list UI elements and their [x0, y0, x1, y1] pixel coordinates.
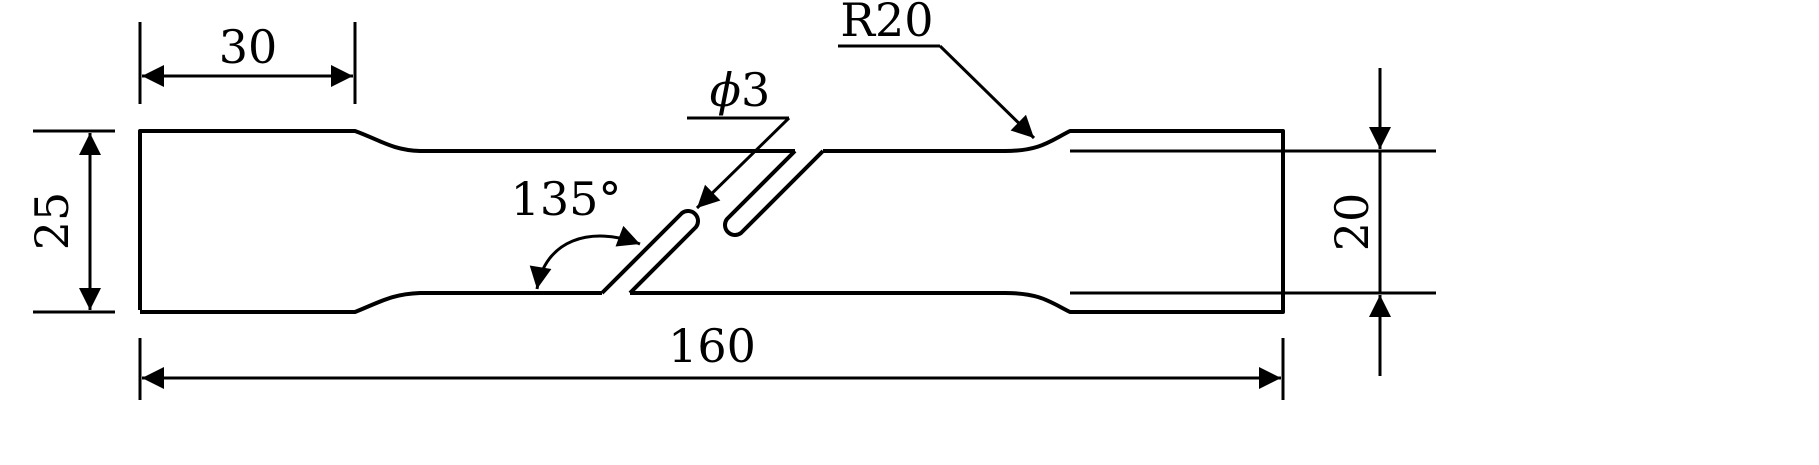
phi-symbol: ϕ: [710, 63, 741, 117]
dimension-160: [138, 338, 1285, 400]
hole-diameter-label: ϕ3: [710, 63, 771, 117]
outline-left-top: [138, 129, 795, 310]
leader-r20: [838, 44, 1036, 140]
leader-phi3: [687, 116, 791, 210]
angle-135: [529, 225, 641, 290]
slot-lower: [600, 209, 700, 295]
leader-line: [938, 44, 1036, 140]
leader-line: [695, 116, 791, 210]
dimension-30: [138, 22, 357, 104]
fillet-radius-label: R20: [840, 0, 933, 47]
outline-left-bottom: [140, 291, 602, 314]
dimension-20-label: 20: [1325, 193, 1379, 252]
slot-upper: [723, 149, 825, 237]
hole-diameter-value: 3: [741, 63, 770, 117]
angle-label: 135°: [511, 172, 622, 226]
angle-arc: [529, 225, 641, 290]
dimension-25: [33, 129, 115, 314]
dimension-160-label: 160: [668, 319, 756, 373]
dimension-30-label: 30: [219, 20, 278, 74]
specimen-outline: [138, 129, 1285, 314]
dimension-20: [1070, 68, 1436, 376]
outline-right: [630, 129, 1285, 314]
dimension-25-label: 25: [25, 192, 79, 251]
